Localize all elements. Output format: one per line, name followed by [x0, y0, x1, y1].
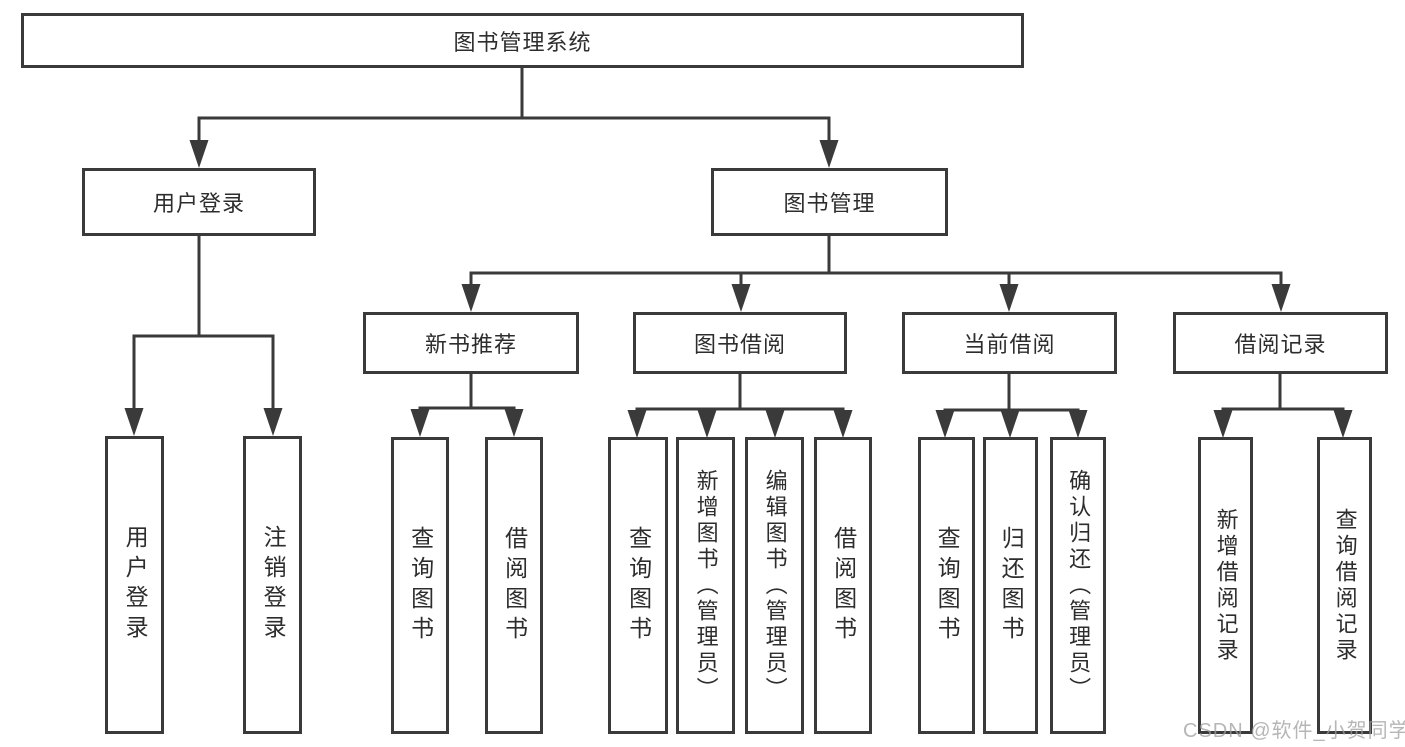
- branch-node-label: 用户登录: [152, 191, 245, 216]
- root-node-library-system: 图书管理系统: [21, 13, 1024, 68]
- leaf-node-confirm-return-admin: 确认归还（管理员）: [1050, 437, 1106, 734]
- section-node-label: 借阅记录: [1234, 332, 1327, 357]
- branch-node-user-login: 用户登录: [82, 168, 316, 236]
- root-node-label: 图书管理系统: [453, 29, 592, 55]
- leaf-node-label: 查询借阅记录: [1332, 507, 1358, 664]
- leaf-node-edit-books-admin: 编辑图书（管理员）: [745, 437, 804, 734]
- leaf-node-return-books: 归还图书: [983, 437, 1038, 734]
- section-node-borrowing-records: 借阅记录: [1173, 312, 1388, 374]
- leaf-node-borrow-books-1: 借阅图书: [485, 437, 543, 734]
- leaf-node-logout: 注销登录: [243, 436, 302, 734]
- leaf-node-user-login: 用户登录: [105, 436, 164, 734]
- leaf-node-label: 借阅图书: [501, 525, 528, 646]
- section-node-new-book-recommend: 新书推荐: [363, 312, 579, 374]
- leaf-node-label: 查询图书: [625, 525, 652, 646]
- leaf-node-label: 新增借阅记录: [1213, 507, 1239, 664]
- section-node-current-borrowing: 当前借阅: [902, 312, 1117, 374]
- leaf-node-label: 查询图书: [407, 525, 434, 646]
- leaf-node-add-borrow-record: 新增借阅记录: [1198, 437, 1253, 734]
- leaf-node-add-books-admin: 新增图书（管理员）: [676, 437, 735, 734]
- branch-node-book-management: 图书管理: [711, 168, 948, 236]
- leaf-node-query-books-2: 查询图书: [608, 437, 668, 734]
- leaf-node-label: 新增图书（管理员）: [693, 468, 719, 703]
- leaf-node-label: 用户登录: [122, 525, 149, 645]
- leaf-node-label: 确认归还（管理员）: [1066, 468, 1092, 703]
- leaf-node-query-books-1: 查询图书: [391, 437, 449, 734]
- branch-node-label: 图书管理: [783, 191, 876, 216]
- csdn-watermark: CSDN @软件_小贺同学: [1183, 720, 1405, 742]
- section-node-label: 新书推荐: [424, 332, 517, 357]
- leaf-node-query-borrow-record: 查询借阅记录: [1317, 437, 1372, 734]
- leaf-node-label: 查询图书: [934, 525, 961, 646]
- leaf-node-label: 注销登录: [260, 525, 287, 645]
- leaf-node-query-books-3: 查询图书: [918, 437, 975, 734]
- section-node-label: 图书借阅: [693, 332, 786, 357]
- leaf-node-label: 归还图书: [998, 525, 1025, 646]
- leaf-node-label: 借阅图书: [830, 525, 857, 646]
- section-node-label: 当前借阅: [963, 332, 1056, 357]
- section-node-book-borrowing: 图书借阅: [633, 312, 847, 374]
- leaf-node-label: 编辑图书（管理员）: [762, 468, 788, 703]
- leaf-node-borrow-books-2: 借阅图书: [814, 437, 872, 734]
